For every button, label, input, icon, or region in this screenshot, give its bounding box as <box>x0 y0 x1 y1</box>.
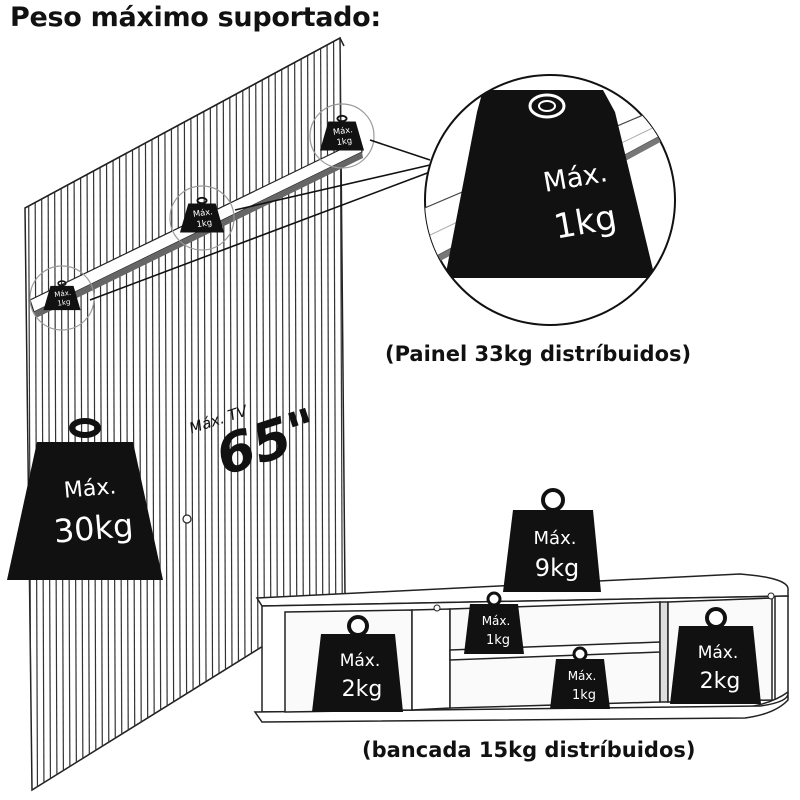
weight-label-2: 2kg <box>342 677 383 702</box>
weight-label-1: Máx. <box>192 206 213 219</box>
weight-small-right: Máx. 1kg <box>319 114 365 151</box>
panel-slat <box>196 38 201 790</box>
panel-slat <box>209 38 214 790</box>
weight-bench-center-lower: Máx. 1kg <box>550 646 610 709</box>
panel-slat <box>163 38 169 790</box>
weight-bench-left: Máx. 2kg <box>312 615 403 712</box>
weight-label-2: 1kg <box>57 297 71 308</box>
weight-label-2: 2kg <box>700 669 741 694</box>
weight-panel-30kg: Máx. 30kg <box>7 418 163 580</box>
weight-label-2: 1kg <box>336 135 353 147</box>
panel-slat <box>183 38 188 790</box>
panel-slat <box>176 38 182 790</box>
weight-label-1: Máx. <box>63 474 117 503</box>
weight-small-middle: Máx. 1kg <box>179 196 225 233</box>
bench-caption: (bancada 15kg distríbuidos) <box>362 738 696 762</box>
highlight-circle <box>169 185 235 251</box>
weight-label-1: Máx. <box>54 288 72 299</box>
bench-hole <box>433 604 441 612</box>
weight-bench-top: Máx. 9kg <box>503 488 601 592</box>
panel-slat <box>150 38 156 790</box>
highlight-circle <box>309 103 375 169</box>
panel-slat <box>202 38 208 790</box>
weight-label-2: 1kg <box>486 633 510 648</box>
panel-slat <box>189 38 195 790</box>
weight-bench-center-upper: Máx. 1kg <box>464 591 524 654</box>
panel-hole <box>182 514 192 524</box>
zoom-detail: Máx. 1kg <box>424 74 676 326</box>
panel-slat <box>137 38 143 790</box>
callout-lines <box>89 139 431 301</box>
weight-label-1: Máx. <box>698 643 739 663</box>
panel-slat <box>170 38 175 790</box>
weight-bench-right: Máx. 2kg <box>670 607 761 704</box>
panel-caption: (Painel 33kg distríbuidos) <box>385 342 692 366</box>
page-title: Peso máximo suportado: <box>10 2 381 33</box>
weight-label-1: Máx. <box>534 528 577 549</box>
weight-label-1: Máx. <box>332 124 353 137</box>
panel-slat <box>157 38 162 790</box>
weight-label-1: Máx. <box>340 651 381 671</box>
weight-small-left: Máx. 1kg <box>43 280 81 311</box>
weight-label-2: 30kg <box>52 506 135 551</box>
weight-label-1: Máx. <box>482 614 511 628</box>
panel-slat <box>215 38 221 790</box>
weight-label-2: 9kg <box>535 554 579 582</box>
panel-slat <box>144 38 149 790</box>
weight-label-2: 1kg <box>572 688 596 703</box>
weight-label-2: 1kg <box>196 217 213 229</box>
bench-hole <box>767 592 775 600</box>
weight-label-1: Máx. <box>568 669 597 683</box>
